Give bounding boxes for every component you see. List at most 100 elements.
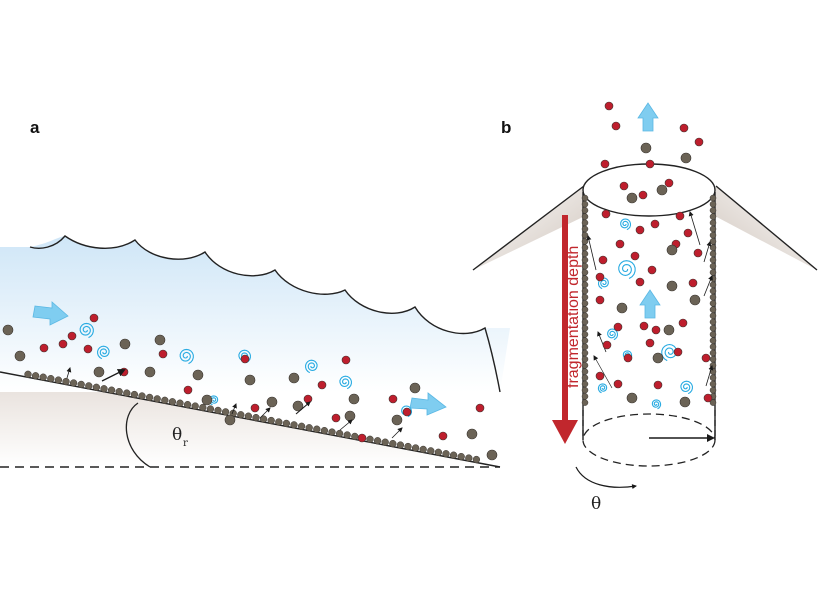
detach-arrow-icon — [593, 355, 613, 389]
panel-b: b θ fragmentation depth — [472, 101, 818, 514]
particle-group — [595, 101, 713, 408]
bed-bead — [107, 386, 116, 394]
wall-bead — [709, 207, 717, 214]
pyroclast-dot-icon — [675, 211, 685, 221]
bed-bead — [290, 421, 298, 429]
conduit-bottom-ellipse — [582, 413, 716, 467]
wall-bead — [709, 256, 717, 264]
bed-bead — [389, 439, 397, 448]
flow-arrow-icon — [409, 392, 447, 416]
pyroclast-dot-icon — [653, 380, 663, 390]
wall-bead — [581, 318, 589, 326]
pyroclast-dot-icon — [666, 244, 678, 256]
pyroclast-dot-icon — [39, 343, 49, 353]
wall-bead — [581, 200, 589, 208]
pyroclast-dot-icon — [615, 239, 625, 249]
pyroclast-dot-icon — [679, 123, 689, 133]
pyroclast-dot-icon — [626, 392, 638, 404]
wall-detach-arrows — [586, 211, 714, 389]
detach-arrow-icon — [703, 241, 712, 263]
bed-bead — [145, 393, 154, 402]
bed-bead — [62, 377, 70, 386]
pyroclast-dot-icon — [292, 400, 304, 412]
wall-bead — [581, 306, 589, 313]
wall-bead — [581, 300, 589, 307]
spiral-eddy-icon — [339, 375, 352, 390]
lift-arrow-icon — [339, 419, 353, 431]
bed-bead — [123, 389, 131, 397]
pyroclast-dot-icon — [58, 339, 68, 349]
pyroclast-dot-icon — [678, 318, 688, 328]
pyroclast-dot-icon — [688, 278, 698, 288]
wall-bead — [709, 318, 717, 326]
slope-angle-symbol: θ — [172, 425, 182, 445]
pyroclast-dot-icon — [630, 251, 640, 261]
wall-bead — [709, 362, 717, 369]
bed-bead — [47, 375, 55, 383]
bed-bead — [465, 454, 473, 462]
bed-bead — [282, 419, 291, 428]
wall-bead — [581, 275, 589, 282]
wall-bead — [581, 293, 589, 301]
upflow-arrow-icon — [639, 289, 661, 319]
lift-arrow-icon — [231, 403, 237, 415]
detach-arrow-icon — [705, 365, 714, 387]
bed-bead — [434, 448, 443, 456]
wall-bead — [581, 194, 589, 202]
pyroclast-dot-icon — [402, 407, 412, 417]
wall-bead — [709, 399, 717, 406]
detach-arrow-icon — [703, 275, 713, 297]
wall-bead — [581, 324, 589, 332]
pyroclast-dot-icon — [680, 152, 692, 164]
bed-bead — [297, 422, 306, 430]
bed-bead — [206, 405, 215, 413]
pyroclast-dot-icon — [317, 380, 327, 390]
bed-bead — [427, 447, 435, 455]
wall-bead — [709, 238, 717, 245]
bed-bead — [305, 424, 313, 432]
wall-bead — [581, 374, 589, 382]
lift-arrow-icon — [66, 367, 72, 379]
spiral-eddy-icon — [618, 260, 636, 279]
wall-bead — [709, 219, 717, 227]
spiral-eddy-icon — [305, 359, 318, 374]
depth-arrow-head — [552, 420, 578, 444]
bed-bead — [472, 455, 481, 464]
lift-arrow-icon — [391, 427, 403, 439]
bed-bead — [259, 415, 268, 423]
bed-bead — [335, 429, 344, 438]
wall-bead — [709, 337, 717, 344]
spiral-eddy-icon — [680, 380, 693, 395]
wall-bead — [581, 219, 589, 227]
pyroclast-dot-icon — [348, 393, 360, 405]
detach-arrow-icon — [688, 211, 701, 246]
lift-arrow-icon — [101, 369, 126, 382]
pyroclast-dot-icon — [486, 449, 498, 461]
pyroclast-dot-icon — [67, 331, 77, 341]
pyroclast-dot-icon — [341, 355, 351, 365]
wall-bead — [581, 269, 589, 276]
pyroclast-dot-icon — [701, 353, 711, 363]
pyroclast-dot-icon — [647, 265, 657, 275]
pyroclast-dot-icon — [626, 192, 638, 204]
wall-bead — [581, 207, 589, 214]
particle-group — [2, 313, 498, 461]
wall-bead — [709, 244, 717, 251]
pyroclast-dot-icon — [2, 324, 14, 336]
rotation-arrow — [575, 466, 637, 490]
wall-bead — [581, 312, 589, 320]
wall-bead — [709, 374, 717, 382]
pyroclast-dot-icon — [240, 354, 250, 364]
wall-bead — [709, 300, 717, 307]
bed-bead — [130, 390, 139, 399]
pyroclast-dot-icon — [639, 321, 649, 331]
wall-bead — [581, 343, 589, 351]
spiral-eddy-icon — [607, 328, 619, 341]
wall-bead — [709, 343, 717, 351]
pyroclast-dot-icon — [192, 369, 204, 381]
bed-bead — [404, 442, 412, 451]
wall-bead — [709, 380, 717, 388]
pyroclast-dot-icon — [595, 295, 605, 305]
pyroclast-dot-icon — [391, 414, 403, 426]
